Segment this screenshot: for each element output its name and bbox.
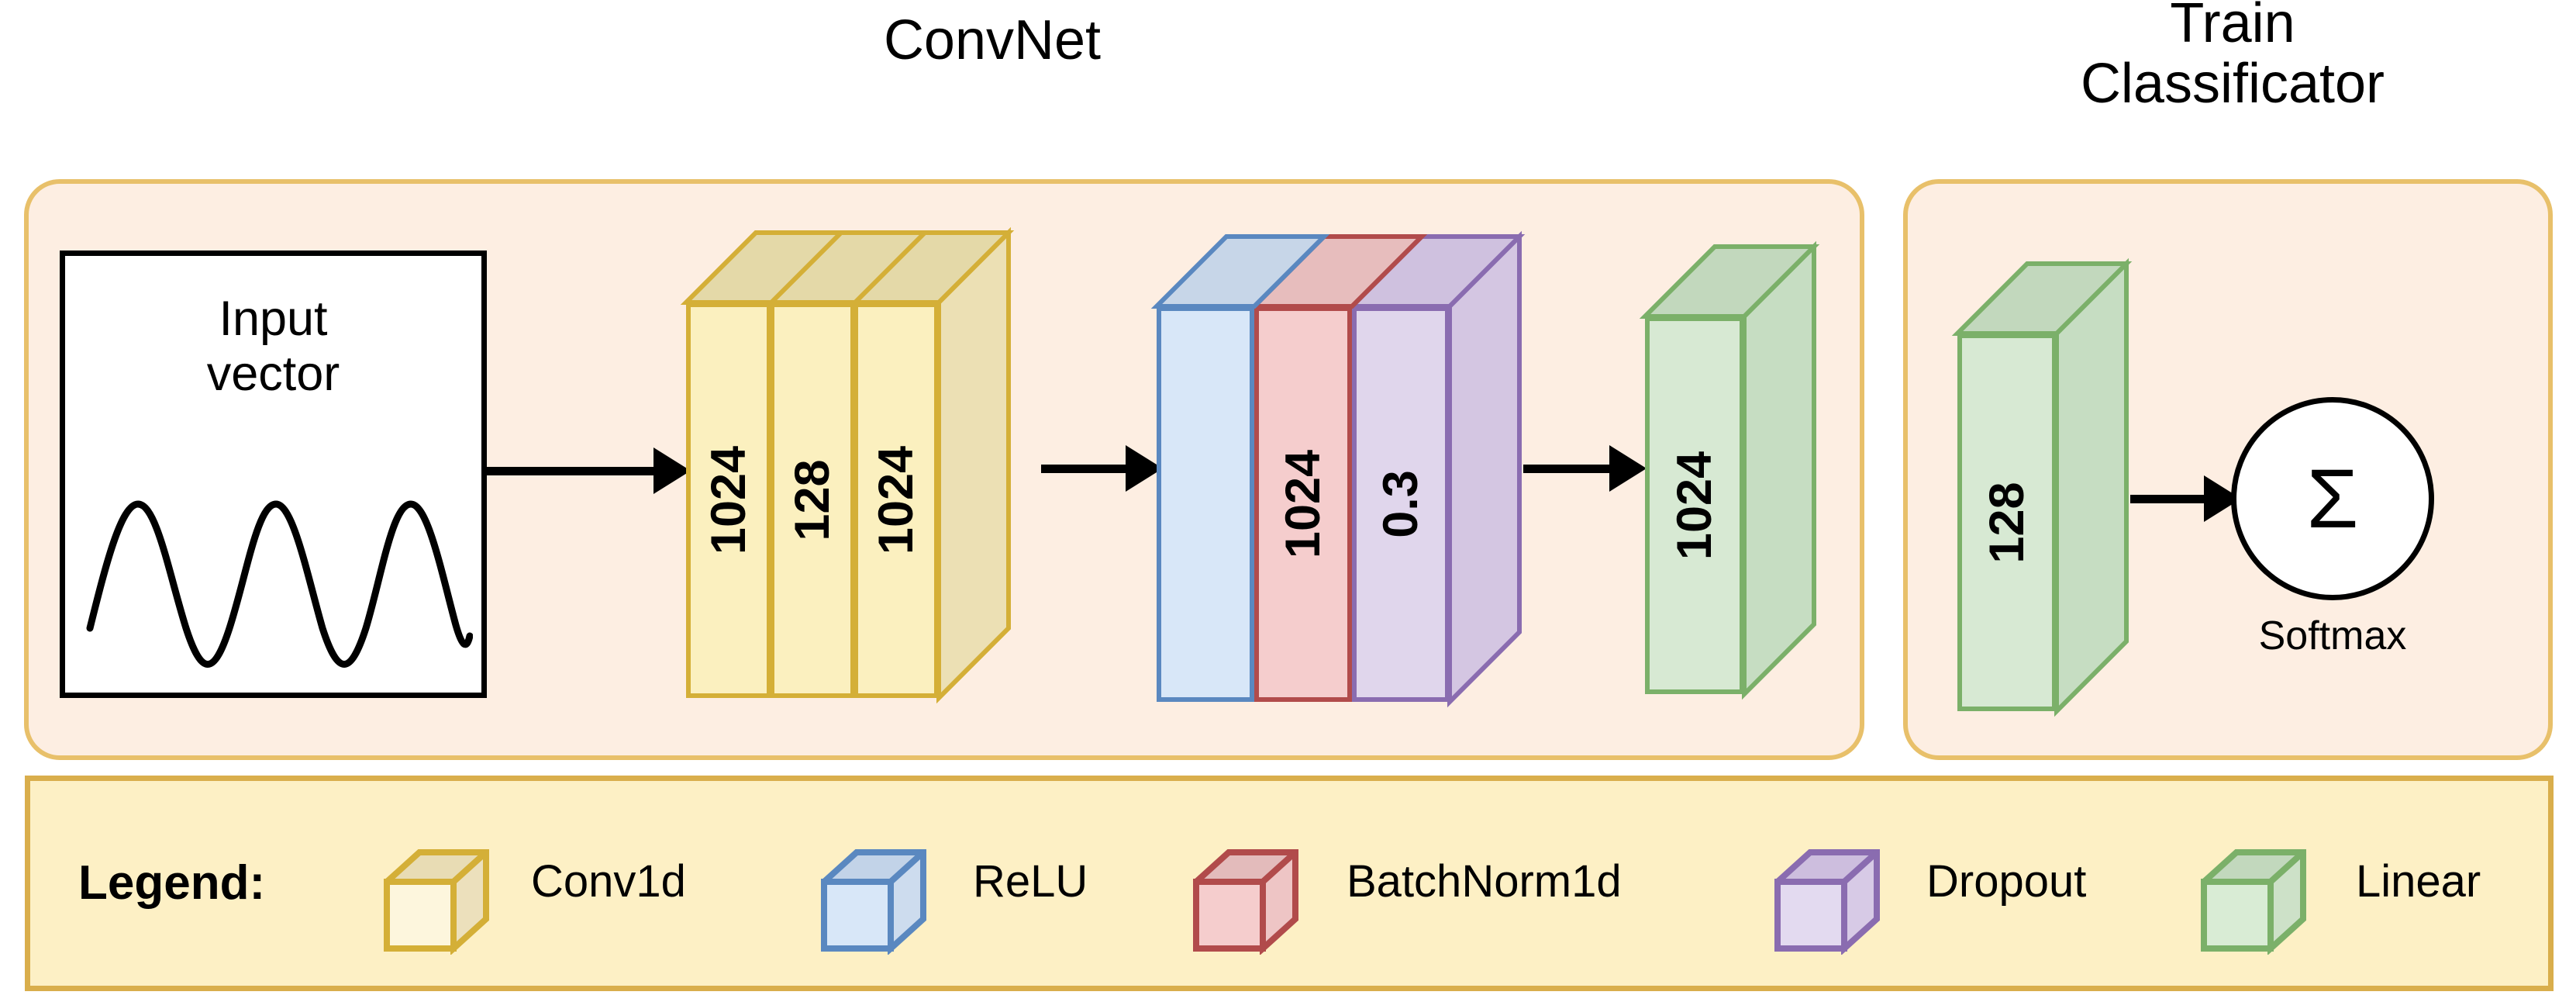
softmax-node: Σ [2231,397,2434,600]
conv1d-slab-1024-a: 1024 [680,230,847,698]
relu-cube-icon [821,849,926,955]
slab-front-face [686,302,771,698]
slab-label: 1024 [869,445,923,555]
softmax-caption: Softmax [2258,613,2407,658]
legend-title: Legend: [78,856,266,910]
legend-item-linear: Linear [2201,781,2557,986]
slab-label: 1024 [702,445,756,555]
legend-item-dropout: Dropout [1774,781,2178,986]
slab-front-face [1157,306,1254,702]
page-title-train-classificator: Train Classificator [2080,0,2385,115]
slab-front-face [1254,306,1352,702]
conv1d-cube-icon [384,849,489,955]
slab-front-face [770,302,855,698]
slab-side-face [936,226,1011,704]
slab-top-outline [1951,261,2133,336]
dropout-slab: 0.3 [1346,230,1526,708]
legend-item-conv1d: Conv1d [384,781,818,986]
input-vector-box: Input vector [60,250,487,698]
slab-side-face [1447,230,1522,708]
conv1d-slab-1024-b: 1024 [847,226,1015,704]
slab-label: 0.3 [1374,470,1428,538]
slab-label: 1024 [1667,451,1722,560]
sine-wave-icon [86,500,473,668]
slab-front-face [1352,306,1450,702]
classificator-linear-slab-128: 128 [1951,257,2133,717]
legend-label: Conv1d [531,856,686,907]
linear-slab-1024: 1024 [1639,240,1820,700]
conv1d-slab-128: 128 [764,230,931,698]
input-vector-label: Input vector [206,292,340,401]
legend-label: Dropout [1926,856,2087,907]
sigma-icon: Σ [2306,451,2359,545]
batchnorm1d-slab: 1024 [1248,234,1428,702]
slab-front-face [1957,333,2057,711]
dropout-cube-icon [1774,849,1880,955]
linear-cube-icon [2201,849,2306,955]
slab-top-outline [1150,234,1330,309]
slab-front-face [853,302,939,698]
slab-label: 1024 [1276,449,1330,559]
slab-top-outline [1639,244,1820,319]
legend-item-batchnorm1d: BatchNorm1d [1193,781,1689,986]
slab-label: 128 [785,459,840,541]
batchnorm1d-cube-icon [1193,849,1298,955]
slab-top-outline [680,230,847,305]
legend-item-relu: ReLU [821,781,1178,986]
relu-slab [1150,234,1330,702]
legend-label: BatchNorm1d [1347,856,1622,907]
page-title-convnet: ConvNet [883,9,1102,71]
slab-front-face [1645,316,1744,694]
legend-label: Linear [2356,856,2481,907]
legend-label: ReLU [973,856,1088,907]
legend-bar: Legend: Conv1d ReLU BatchNorm1d [25,776,2554,991]
slab-label: 128 [1980,481,2034,564]
